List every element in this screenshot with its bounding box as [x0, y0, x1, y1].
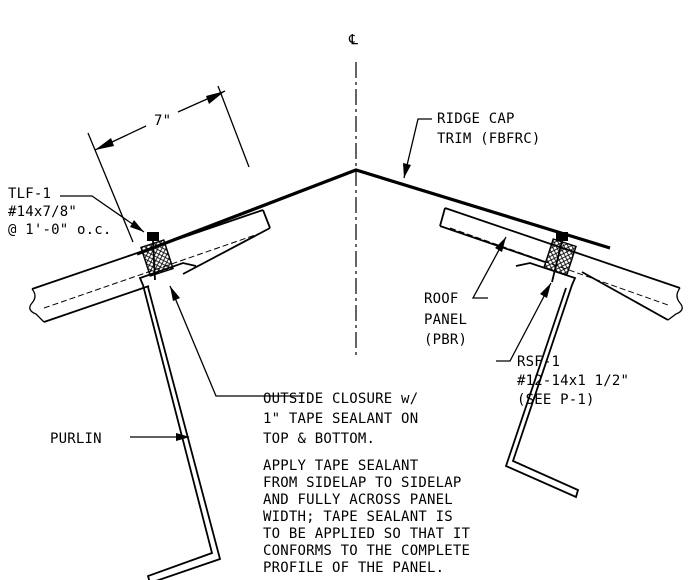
ridge-cap-line-2: TRIM (FBFRC)	[437, 131, 541, 147]
note-line-6: CONFORMS TO THE COMPLETE	[263, 543, 470, 559]
leader-lines	[60, 118, 552, 441]
rsf-callout: RSF-1 #12-14x1 1/2" (SEE P-1)	[517, 354, 629, 408]
left-roof-panel	[29, 209, 271, 323]
tlf-line-2: #14x7/8"	[8, 204, 77, 220]
note-line-7: PROFILE OF THE PANEL.	[263, 560, 444, 576]
note-line-5: TO BE APPLIED SO THAT IT	[263, 526, 470, 542]
rsf-line-2: #12-14x1 1/2"	[517, 373, 629, 389]
note-line-2: FROM SIDELAP TO SIDELAP	[263, 475, 461, 491]
closure-line-1: OUTSIDE CLOSURE w/	[263, 391, 418, 407]
closure-line-2: 1" TAPE SEALANT ON	[263, 411, 418, 427]
left-purlin	[138, 262, 222, 580]
rsf-line-1: RSF-1	[517, 354, 560, 370]
note-line-4: WIDTH; TAPE SEALANT IS	[263, 509, 453, 525]
roof-panel-line-2: PANEL	[424, 312, 467, 328]
centerline-symbol: ℄	[348, 32, 358, 48]
rsf-1-fastener	[551, 232, 568, 283]
ridge-cap-trim	[136, 168, 611, 256]
note-line-1: APPLY TAPE SEALANT	[263, 458, 419, 474]
tlf-line-1: TLF-1	[8, 186, 51, 202]
ridge-cap-callout: RIDGE CAP TRIM (FBFRC)	[437, 111, 541, 147]
dimension-label: 7"	[154, 113, 171, 129]
tlf-callout: TLF-1 #14x7/8" @ 1'-0" o.c.	[8, 186, 112, 238]
closure-line-3: TOP & BOTTOM.	[263, 431, 375, 447]
sealant-note: APPLY TAPE SEALANT FROM SIDELAP TO SIDEL…	[263, 458, 470, 576]
roof-panel-line-3: (PBR)	[424, 332, 467, 348]
tlf-line-3: @ 1'-0" o.c.	[8, 222, 112, 238]
closure-callout: OUTSIDE CLOSURE w/ 1" TAPE SEALANT ON TO…	[263, 391, 418, 447]
left-outside-closure	[140, 239, 174, 277]
right-purlin	[504, 262, 580, 499]
rsf-line-3: (SEE P-1)	[517, 392, 595, 408]
note-line-3: AND FULLY ACROSS PANEL	[263, 492, 453, 508]
ridge-cap-line-1: RIDGE CAP	[437, 111, 515, 127]
roof-panel-line-1: ROOF	[424, 291, 459, 307]
roof-panel-callout: ROOF PANEL (PBR)	[424, 291, 467, 348]
purlin-label: PURLIN	[50, 431, 102, 447]
dimension-7in	[87, 85, 250, 243]
